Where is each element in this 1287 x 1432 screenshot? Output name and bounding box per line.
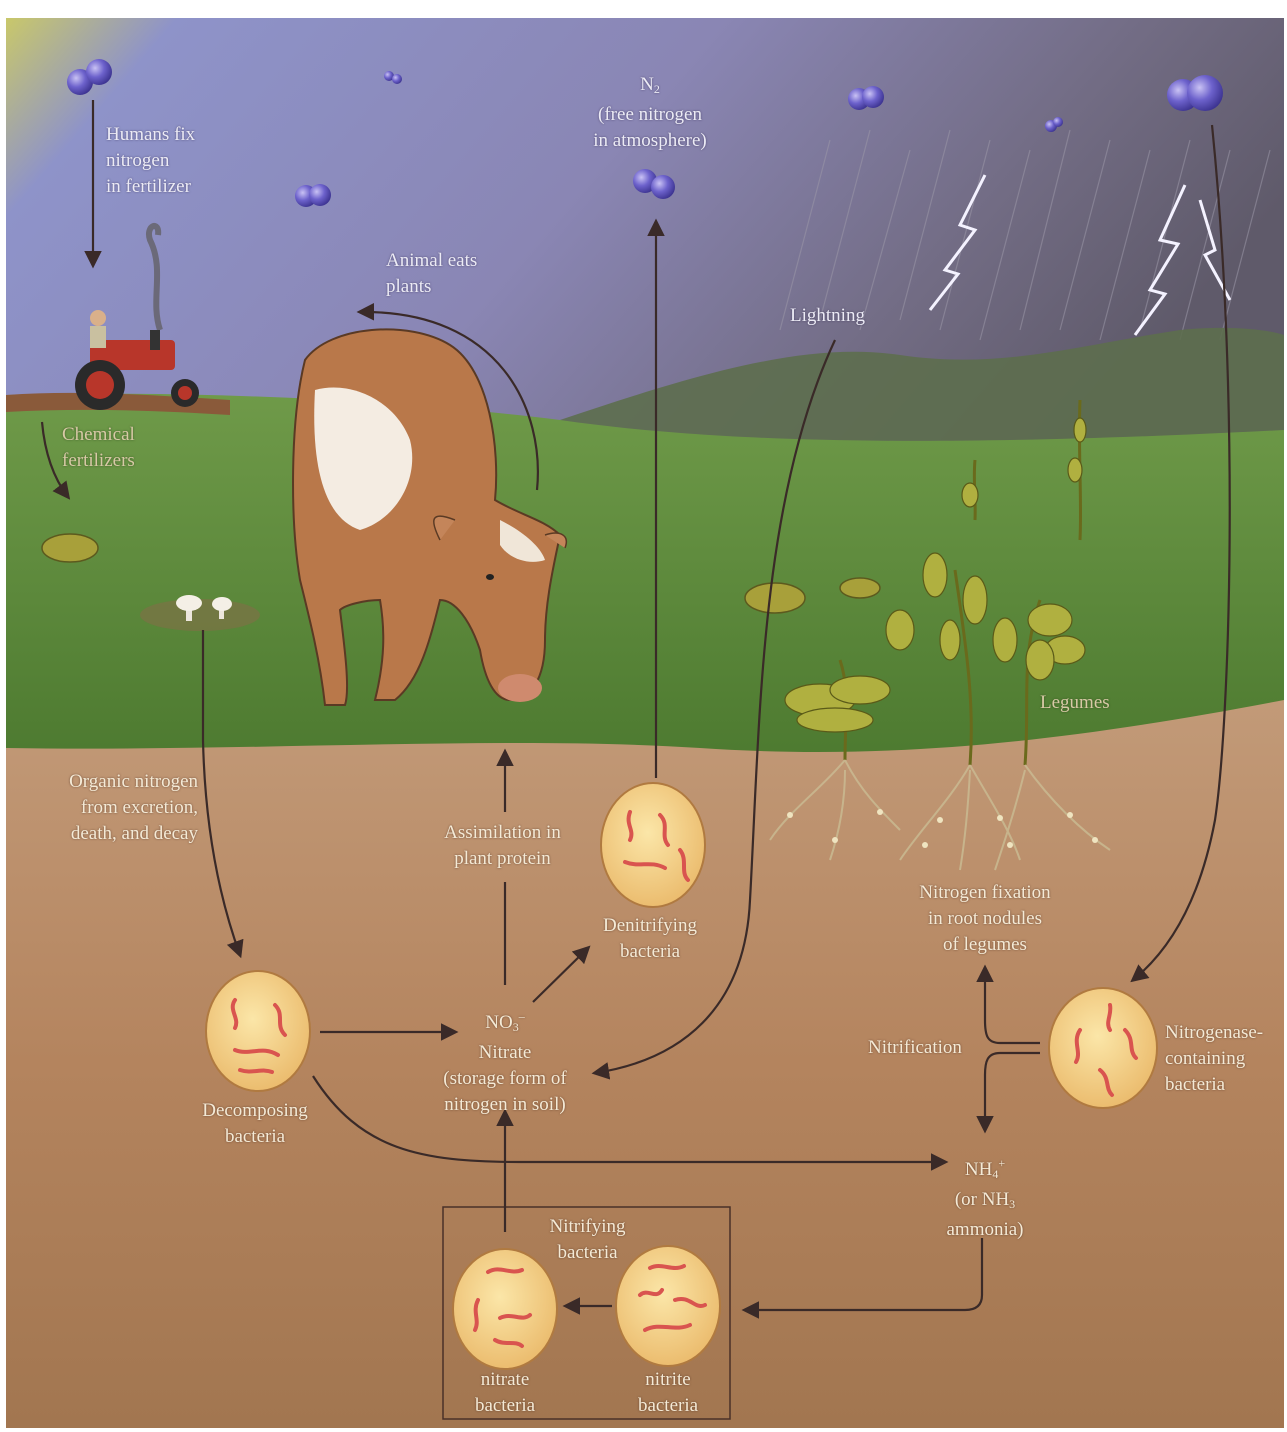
label-nitrification: Nitrification [868, 1035, 962, 1061]
label-legumes: Legumes [1040, 690, 1110, 716]
n2-molecule [295, 184, 331, 207]
n2-molecule [848, 86, 884, 110]
decomposing-bacteria-cell [206, 971, 310, 1091]
label-ammonium: NH4+ (or NH3 ammonia) [920, 1150, 1050, 1243]
denitrifying-bacteria-cell [601, 783, 705, 907]
nitrate-bacteria-cell [453, 1249, 557, 1369]
label-lightning: Lightning [790, 303, 865, 329]
nitrogenase-bacteria-cell [1049, 988, 1157, 1108]
